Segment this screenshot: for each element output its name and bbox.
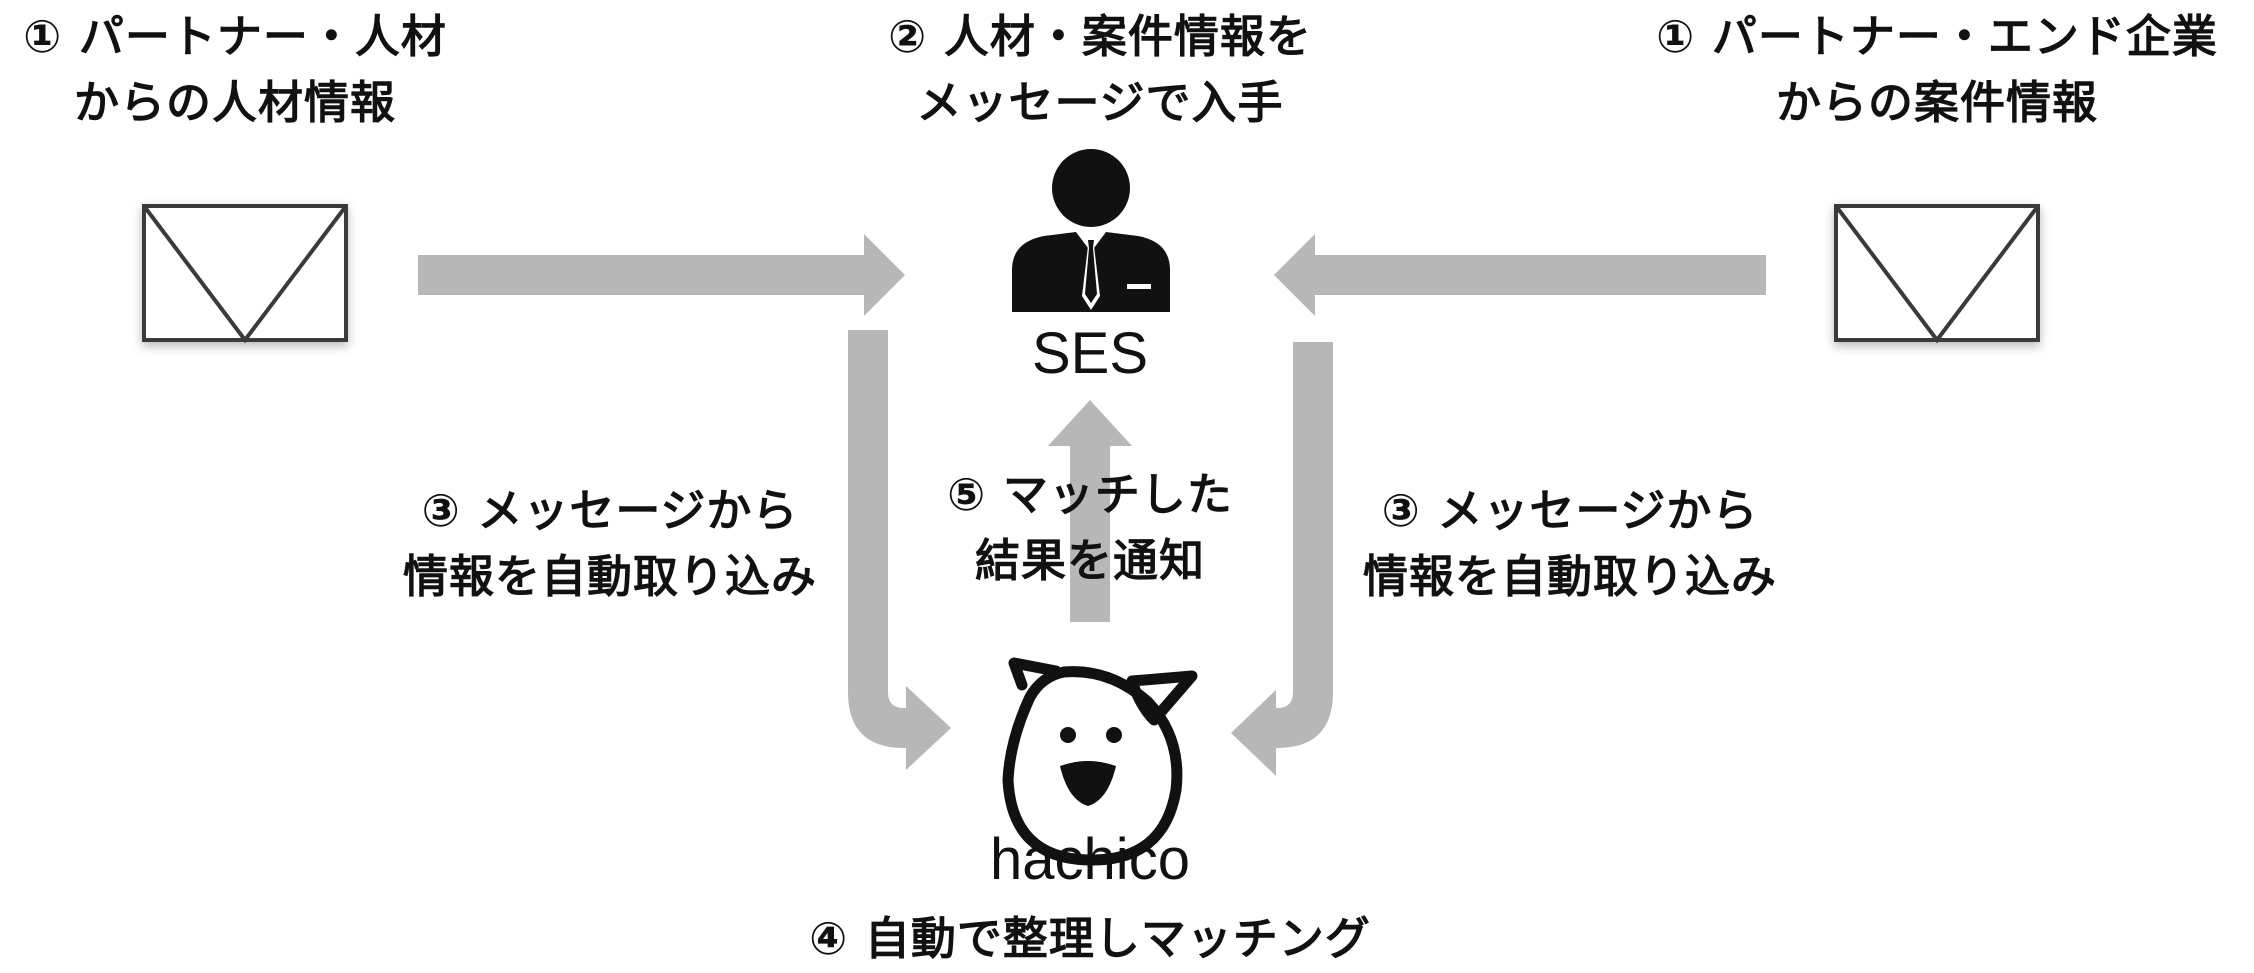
envelope-flap	[142, 204, 348, 344]
partner-project-label: ① パートナー・エンド企業 からの案件情報	[1620, 4, 2254, 136]
notify-line-1: ⑤ マッチした	[947, 468, 1233, 521]
notify-label: ⑤ マッチした 結果を通知	[910, 462, 1270, 594]
businessperson-icon	[1012, 149, 1170, 312]
import-right-line-1: ③ メッセージから	[1381, 484, 1759, 537]
arrow-ses-to-hachico-right	[1231, 342, 1333, 776]
import-left-line-2: 情報を自動取り込み	[402, 550, 817, 603]
ses-node-label: SES	[1031, 321, 1149, 386]
arrow-ses-to-hachico-left	[848, 330, 951, 770]
dog-face-icon	[1002, 657, 1198, 866]
envelope-icon	[142, 204, 348, 342]
envelope-flap	[1834, 204, 2040, 344]
dog-face-features	[1060, 727, 1122, 806]
import-left-line-1: ③ メッセージから	[421, 484, 799, 537]
partner-talent-line-2: からの人材情報	[73, 76, 396, 129]
auto-match-label: ④ 自動で整理しマッチング	[809, 912, 1371, 965]
arrow-mail-left-to-ses	[418, 234, 905, 316]
import-left-label: ③ メッセージから 情報を自動取り込み	[370, 478, 850, 610]
partner-talent-line-1: ① パートナー・人材	[23, 10, 447, 63]
import-right-line-2: 情報を自動取り込み	[1362, 550, 1777, 603]
ses-receive-line-1: ② 人材・案件情報を	[888, 10, 1312, 63]
envelope-icon	[1834, 204, 2040, 342]
arrow-hachico-to-ses	[1048, 400, 1132, 622]
ses-receive-line-2: メッセージで入手	[916, 76, 1284, 129]
import-right-label: ③ メッセージから 情報を自動取り込み	[1330, 478, 1810, 610]
ses-receive-label: ② 人材・案件情報を メッセージで入手	[790, 4, 1410, 136]
partner-project-line-1: ① パートナー・エンド企業	[1656, 10, 2218, 63]
arrow-mail-right-to-ses	[1274, 234, 1766, 316]
notify-line-2: 結果を通知	[974, 534, 1205, 587]
partner-talent-label: ① パートナー・人材 からの人材情報	[0, 4, 470, 136]
hachico-node-label: hachico	[990, 827, 1190, 892]
partner-project-line-2: からの案件情報	[1775, 76, 2098, 129]
